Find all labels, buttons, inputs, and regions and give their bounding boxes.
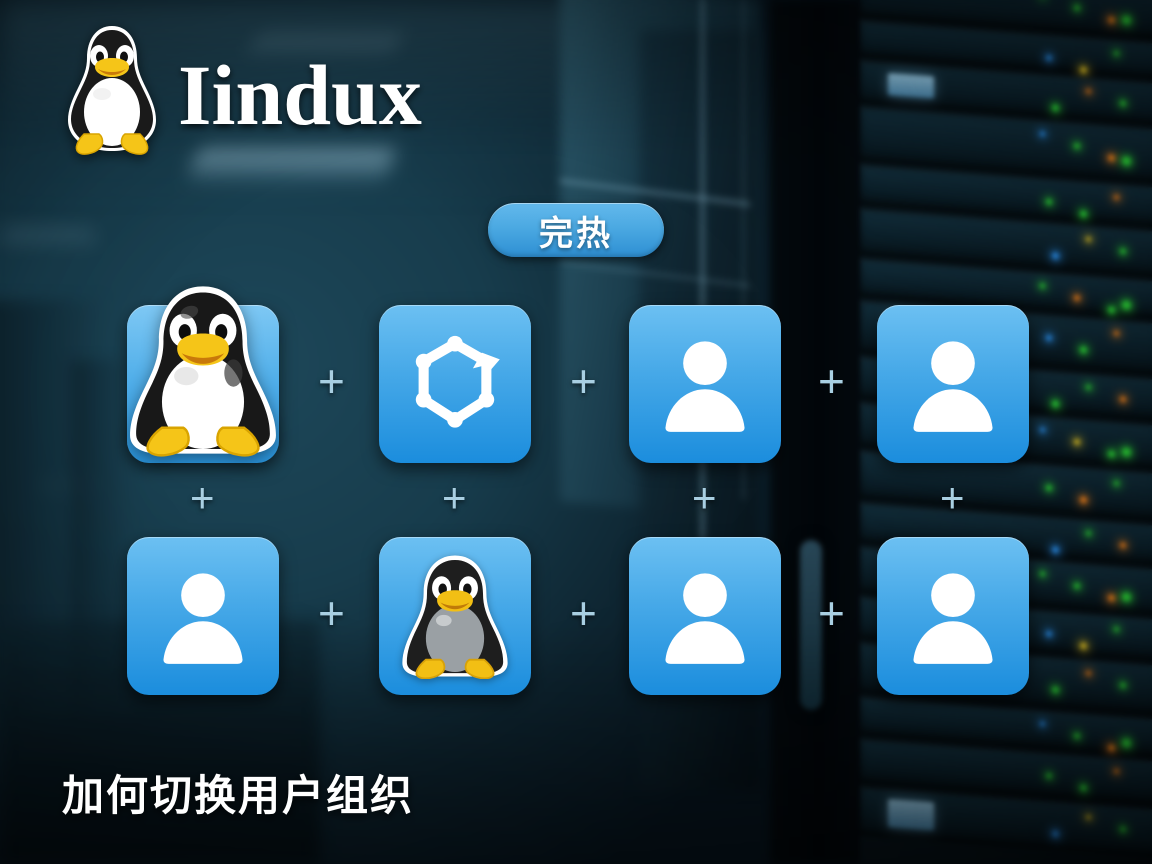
grid-tile[interactable]: [127, 286, 279, 463]
user-person-icon: [163, 573, 243, 664]
grid-tile[interactable]: [379, 537, 531, 695]
grid-tile[interactable]: [877, 305, 1029, 463]
tux-penguin-logo-icon: [68, 26, 156, 155]
status-badge[interactable]: 完热: [488, 203, 664, 257]
grid-tile[interactable]: [629, 305, 781, 463]
plus-separator-icon: +: [940, 474, 965, 521]
plus-separator-icon: +: [818, 587, 845, 639]
plus-separator-icon: +: [570, 587, 597, 639]
tux-penguin-icon: [130, 286, 276, 457]
status-badge-label: 完热: [539, 214, 613, 253]
plus-separator-icon: +: [442, 474, 467, 521]
user-person-icon: [665, 573, 745, 664]
plus-separator-icon: +: [818, 355, 845, 407]
header: Iindux: [62, 22, 422, 160]
caption-text: 加何切换用户组织: [62, 772, 415, 819]
grid-tile[interactable]: [379, 305, 531, 463]
tux-penguin-icon: [402, 555, 508, 679]
plus-separator-icon: +: [570, 355, 597, 407]
plus-separator-icon: +: [318, 587, 345, 639]
plus-separator-icon: +: [692, 474, 717, 521]
user-person-icon: [913, 573, 993, 664]
plus-separator-icon: +: [190, 474, 215, 521]
plus-separator-icon: +: [318, 355, 345, 407]
hexagon-node-network-icon: [415, 335, 500, 428]
grid-tile[interactable]: [127, 537, 279, 695]
grid-tile[interactable]: [629, 537, 781, 695]
grid-tile[interactable]: [877, 537, 1029, 695]
user-person-icon: [665, 341, 745, 432]
user-person-icon: [913, 341, 993, 432]
page-title: Iindux: [178, 47, 422, 143]
